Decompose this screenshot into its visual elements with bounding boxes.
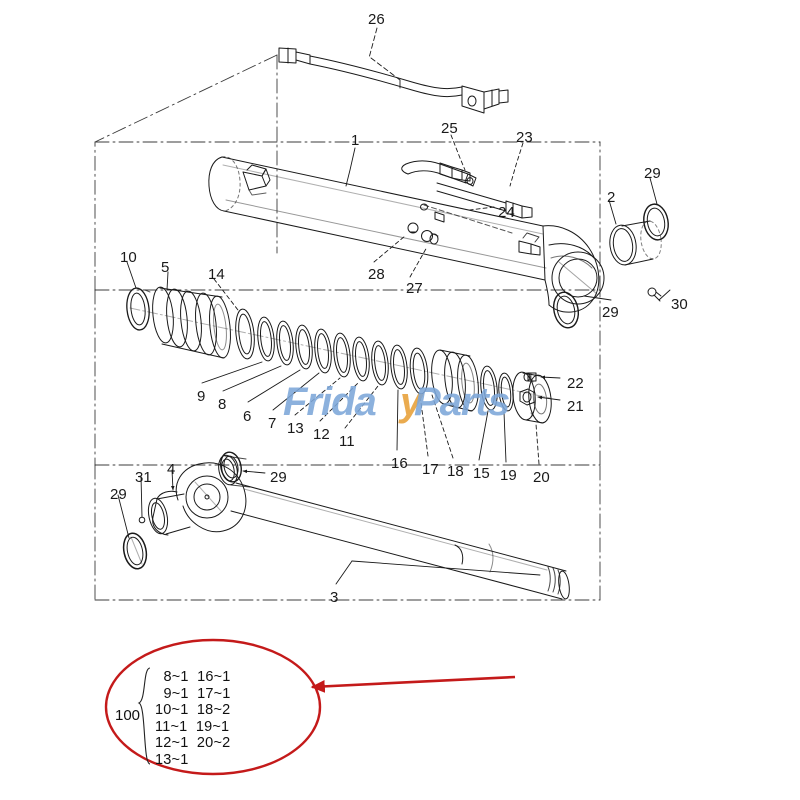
callout-number-31: 31 <box>135 469 152 486</box>
callout-number-23: 23 <box>516 129 533 146</box>
callout-number-26: 26 <box>368 11 385 28</box>
callout-number-20: 20 <box>533 469 550 486</box>
legend-group-id: 100 <box>115 707 141 724</box>
callout-number-29: 29 <box>602 304 619 321</box>
part-28-fastener <box>407 222 419 234</box>
callout-number-5: 5 <box>161 259 170 276</box>
callout-number-28: 28 <box>368 266 385 283</box>
part-29-seal-ring-b <box>552 291 580 329</box>
part-2-bushing <box>609 220 662 266</box>
part-22-set-screw <box>523 372 537 382</box>
callout-number-19: 19 <box>500 467 517 484</box>
section-frame-bottom <box>94 464 601 601</box>
callout-number-27: 27 <box>406 280 423 297</box>
part-3-piston-rod <box>147 454 570 600</box>
callout-number-16: 16 <box>391 455 408 472</box>
callout-number-25: 25 <box>441 120 458 137</box>
part-16-ring <box>390 344 408 390</box>
callout-number-8: 8 <box>218 396 227 413</box>
part-25-tube <box>401 160 477 187</box>
annotation-layer <box>104 638 516 776</box>
callout-number-9: 9 <box>197 388 206 405</box>
section-frame-top <box>94 54 601 291</box>
callout-number-7: 7 <box>268 415 277 432</box>
callout-number-12: 12 <box>313 426 330 443</box>
callout-number-30: 30 <box>671 296 688 313</box>
annotation-arrow <box>310 675 516 693</box>
callout-number-1: 1 <box>351 132 360 149</box>
part-29-seal-ring-c <box>122 532 148 570</box>
part-17-ring <box>409 347 429 395</box>
callout-number-29: 29 <box>270 469 287 486</box>
part-20-gland-nut <box>512 371 552 424</box>
callout-number-22: 22 <box>567 375 584 392</box>
part-31-pin <box>138 516 146 524</box>
callout-number-17: 17 <box>422 461 439 478</box>
section-frame-middle <box>94 141 601 466</box>
part-1-cylinder-barrel <box>208 156 547 281</box>
part-14-ring <box>235 308 255 360</box>
part-18-piston <box>431 349 479 412</box>
part-9-ring <box>257 316 275 362</box>
part-24-tube <box>420 203 513 234</box>
callout-number-6: 6 <box>243 408 252 425</box>
part-23-tube <box>436 182 533 219</box>
part-5-boot <box>152 286 231 359</box>
callout-number-29: 29 <box>110 486 127 503</box>
part-12-ring <box>352 336 370 382</box>
callout-number-14: 14 <box>208 266 225 283</box>
part-11-ring <box>371 340 389 386</box>
callout-number-4: 4 <box>167 461 176 478</box>
callout-number-2: 2 <box>607 189 616 206</box>
callout-number-21: 21 <box>567 398 584 415</box>
part-30-grease-fitting <box>647 287 662 302</box>
part-26-hose-assembly <box>278 47 509 114</box>
callout-number-13: 13 <box>287 420 304 437</box>
callout-number-15: 15 <box>473 465 490 482</box>
part-6-ring <box>295 324 313 370</box>
part-10-wiper-ring <box>126 287 151 331</box>
part-7-ring <box>314 328 332 374</box>
callout-number-18: 18 <box>447 463 464 480</box>
callout-number-11: 11 <box>339 433 355 450</box>
part-29-seal-ring-d <box>220 451 242 483</box>
callout-number-29: 29 <box>644 165 661 182</box>
leader-lines <box>117 27 671 585</box>
callout-number-3: 3 <box>330 589 339 606</box>
legend-bracket <box>137 667 151 765</box>
callout-number-24: 24 <box>498 204 515 221</box>
callout-number-10: 10 <box>120 249 137 266</box>
part-27-fastener <box>421 230 439 245</box>
part-15-ring <box>480 365 498 411</box>
highlight-ellipse <box>104 638 322 776</box>
part-1-rod-eye-housing <box>518 225 605 313</box>
part-29-seal-ring-a <box>643 203 669 241</box>
part-8-ring <box>276 320 294 366</box>
part-13-ring <box>333 332 351 378</box>
part-21-lock-nut <box>519 388 536 406</box>
legend-part-quantity-list: 8~1 16~1 9~1 17~1 10~1 18~2 11~1 19~1 12… <box>155 669 231 768</box>
